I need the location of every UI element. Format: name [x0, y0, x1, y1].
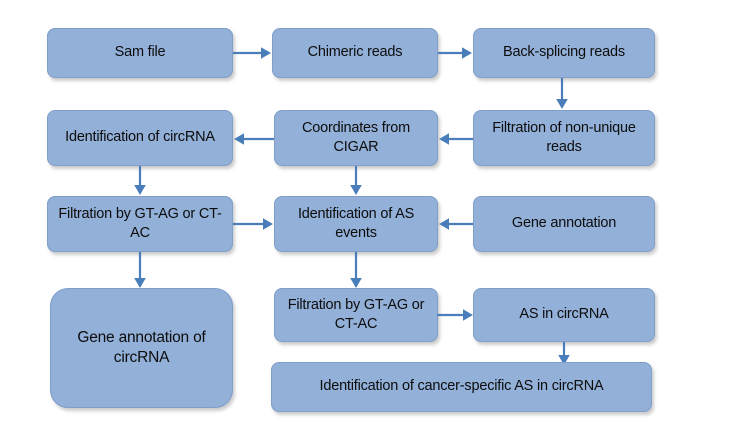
node-sam-file[interactable]: Sam file: [47, 28, 233, 78]
node-back-splicing-reads[interactable]: Back-splicing reads: [473, 28, 655, 78]
arrow-gene-annotation-to-identification-as-events: [436, 215, 476, 233]
node-filtration-by-gt-ag-or-ct-ac-1[interactable]: Filtration by GT-AG or CT-AC: [47, 196, 233, 252]
node-label: Identification of cancer-specific AS in …: [319, 378, 604, 395]
arrow-chimeric-reads-to-back-splicing-reads: [438, 44, 474, 62]
arrow-back-splicing-reads-to-filtration-non-unique: [553, 78, 571, 110]
node-identification-of-cancer-specific-as-in-circrna[interactable]: Identification of cancer-specific AS in …: [271, 362, 652, 412]
arrow-filtration-non-unique-to-coordinates: [436, 130, 476, 148]
node-filtration-of-non-unique-reads[interactable]: Filtration of non-unique reads: [473, 110, 655, 166]
node-label: Sam file: [114, 44, 166, 61]
node-coordinates-from-cigar[interactable]: Coordinates from CIGAR: [274, 110, 438, 166]
arrow-coordinates-to-identification-as-events: [347, 166, 365, 196]
arrow-coordinates-to-identification-circrna: [231, 130, 275, 148]
node-label: Identification of circRNA: [65, 129, 215, 146]
node-gene-annotation[interactable]: Gene annotation: [473, 196, 655, 252]
node-gene-annotation-of-circrna[interactable]: Gene annotation of circRNA: [50, 288, 233, 408]
arrow-as-in-circrna-to-cancer-specific: [555, 342, 573, 366]
node-label: Back-splicing reads: [503, 44, 625, 61]
node-label: Chimeric reads: [307, 44, 403, 61]
node-as-in-circrna[interactable]: AS in circRNA: [473, 288, 655, 342]
arrow-filtration-gtag-1-to-identification-as-events: [233, 215, 275, 233]
node-label: AS in circRNA: [519, 306, 609, 323]
node-label: Filtration by GT-AG or CT-AC: [58, 205, 222, 241]
node-label: Filtration of non-unique reads: [492, 119, 636, 155]
node-chimeric-reads[interactable]: Chimeric reads: [272, 28, 438, 78]
node-identification-of-circrna[interactable]: Identification of circRNA: [47, 110, 233, 166]
node-identification-of-as-events[interactable]: Identification of AS events: [274, 196, 438, 252]
arrow-filtration-gtag-1-to-gene-annotation-circrna: [131, 252, 149, 290]
node-label: Gene annotation of circRNA: [77, 328, 206, 366]
arrow-identification-as-events-to-filtration-gtag-2: [347, 252, 365, 290]
node-label: Filtration by GT-AG or CT-AC: [287, 296, 425, 332]
node-label: Coordinates from CIGAR: [301, 119, 410, 155]
node-filtration-by-gt-ag-or-ct-ac-2[interactable]: Filtration by GT-AG or CT-AC: [274, 288, 438, 342]
arrow-sam-file-to-chimeric-reads: [233, 44, 273, 62]
arrow-identification-circrna-to-filtration-gtag-1: [131, 166, 149, 196]
arrow-filtration-gtag-2-to-as-in-circrna: [437, 306, 475, 324]
node-label: Gene annotation: [511, 215, 617, 232]
node-label: Identification of AS events: [297, 205, 415, 241]
